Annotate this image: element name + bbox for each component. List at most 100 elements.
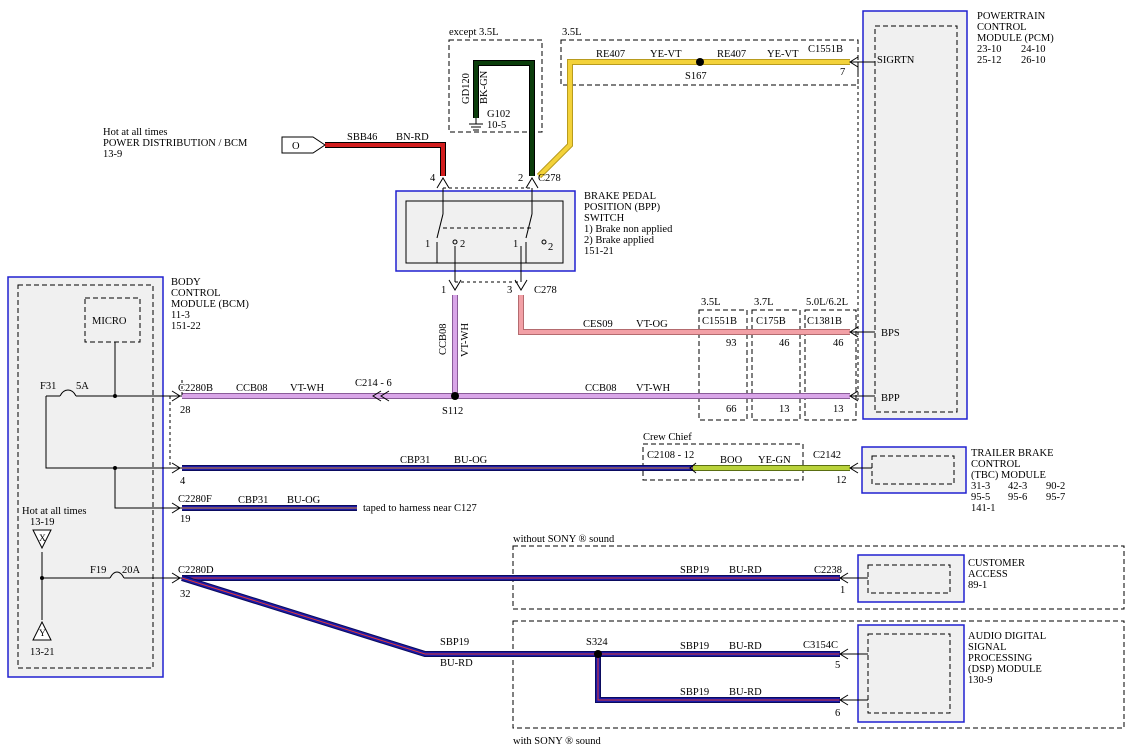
gd120-color: BK-GN	[479, 70, 490, 104]
bcm-title-line: MODULE (BCM)	[171, 299, 249, 310]
bpp-title-line: 1) Brake non applied	[584, 224, 673, 235]
wire-sbb46	[325, 142, 446, 176]
cbp31f-color: BU-OG	[287, 495, 321, 506]
bcm-internal-wiring	[41, 342, 183, 620]
ccb08-right-circuit: CCB08	[585, 383, 617, 394]
bpp-title-line: BRAKE PEDAL	[584, 191, 656, 202]
c2142-label: C2142	[813, 450, 841, 461]
terminal-y: Y	[32, 620, 52, 641]
pcm-title-line: CONTROL	[977, 22, 1027, 33]
region-ces09-variants	[698, 309, 857, 421]
sbp19-dsp-color-b: BU-RD	[729, 687, 762, 698]
pcm-pin-bps: BPS	[881, 328, 900, 339]
bpp-pin1: 1	[441, 285, 446, 296]
ces09-variant-connector: C1381B	[807, 316, 842, 327]
tbc-title: TRAILER BRAKE CONTROL (TBC) MODULE 31-3 …	[971, 448, 1065, 514]
c278-bottom: C278	[534, 285, 557, 296]
c2238-pin: 1	[840, 585, 845, 596]
sbp19-dsp-circuit-b: SBP19	[680, 687, 709, 698]
sbp19-dsp-color-a: BU-RD	[729, 641, 762, 652]
c2280f-label: C2280F	[178, 494, 212, 505]
cbp31f-circuit: CBP31	[238, 495, 268, 506]
bpp-pin4: 4	[430, 173, 436, 184]
bpp-sw-a2: 2	[460, 239, 465, 250]
region-with-sony: with SONY ® sound	[512, 620, 1125, 747]
c1551b-top: C1551B	[808, 44, 843, 55]
bpp-title-line: 151-21	[584, 246, 614, 257]
c1551b-pin7: 7	[840, 67, 845, 78]
customer-access-title-line: CUSTOMER	[968, 558, 1025, 569]
sbp19-diag-circuit: SBP19	[440, 637, 469, 648]
s324-label: S324	[586, 637, 608, 648]
re407-circuit-b: RE407	[717, 49, 746, 60]
tbc-ref: 31-3	[971, 481, 990, 492]
c2280d-label: C2280D	[178, 565, 214, 576]
pcm-ref: 25-12	[977, 55, 1002, 66]
sbp19-top-color: BU-RD	[729, 565, 762, 576]
bpp-title-line: 2) Brake applied	[584, 235, 655, 246]
tbc-ref: 141-1	[971, 503, 996, 514]
customer-access-title: CUSTOMER ACCESS 89-1	[968, 558, 1025, 591]
fuse-f31-amp: 5A	[76, 381, 89, 392]
c2108-connector	[689, 462, 697, 474]
c214-inline: C214 - 6	[355, 378, 392, 389]
pcm-title: POWERTRAIN CONTROL MODULE (PCM) 23-10 24…	[977, 11, 1054, 66]
pcm-title-line: POWERTRAIN	[977, 11, 1046, 22]
sbb46-color: BN-RD	[396, 132, 429, 143]
pcm-module: SIGRTN BPS BPP	[862, 10, 968, 420]
pcm-pin-bpp: BPP	[881, 393, 900, 404]
pcm-ref: 24-10	[1021, 44, 1046, 55]
bcm-title-line: 151-22	[171, 321, 201, 332]
pcm-title-line: MODULE (PCM)	[977, 33, 1054, 44]
ces09-circuit: CES09	[583, 319, 613, 330]
ground-symbol	[469, 118, 483, 131]
pcm-ref: 26-10	[1021, 55, 1046, 66]
tbc-ref: 42-3	[1008, 481, 1027, 492]
c2280b-label: C2280B	[178, 383, 213, 394]
ces09-variant-bps-pin: 46	[833, 338, 844, 349]
dsp-module	[857, 624, 965, 723]
ces09-variant-bps-pin: 93	[726, 338, 737, 349]
region-35l-re407: 3.5L	[560, 27, 859, 86]
sbp19-top-circuit: SBP19	[680, 565, 709, 576]
customer-access-module	[857, 554, 965, 603]
bcm-hot-label: Hot at all times	[22, 506, 86, 517]
bcm-title-line: 11-3	[171, 310, 190, 321]
re407-color-a: YE-VT	[650, 49, 682, 60]
power-terminal-o: O	[281, 136, 326, 154]
tbc-title-line: (TBC) MODULE	[971, 470, 1046, 481]
dsp-title-line: AUDIO DIGITAL	[968, 631, 1046, 642]
terminal-x: X	[32, 529, 52, 550]
ccb08-vertical-circuit: CCB08	[438, 323, 449, 355]
sbp19-dsp-circuit-a: SBP19	[680, 641, 709, 652]
tbc-title-line: CONTROL	[971, 459, 1021, 470]
bcm-micro-box	[84, 297, 141, 343]
fuse-f31-label: F31	[40, 381, 56, 392]
c2280d-pin: 32	[180, 589, 191, 600]
tbc-module	[861, 446, 967, 494]
dsp-title-line: PROCESSING	[968, 653, 1033, 664]
dsp-title-line: 130-9	[968, 675, 993, 686]
bpp-pin2: 2	[518, 173, 523, 184]
bpp-switch-module	[395, 190, 576, 272]
ground-ref: 10-5	[487, 120, 506, 131]
c3154c-pin6: 6	[835, 708, 840, 719]
bpp-title-line: SWITCH	[584, 213, 625, 224]
tbc-ref: 95-7	[1046, 492, 1065, 503]
region-except-35l: except 3.5L	[448, 27, 543, 133]
c2280b-pin: 28	[180, 405, 191, 416]
c214-connector	[372, 390, 390, 402]
bpp-pin3: 3	[507, 285, 512, 296]
c2108-label: C2108 - 12	[647, 450, 694, 461]
sbp19-diag-color: BU-RD	[440, 658, 473, 669]
bcm-connector-arrows	[171, 390, 181, 584]
region-35l-label: 3.5L	[562, 27, 582, 38]
bpp-connector-top	[436, 177, 539, 201]
bcm-module: MICRO	[7, 276, 164, 678]
bpp-switch-title: BRAKE PEDAL POSITION (BPP) SWITCH 1) Bra…	[584, 191, 673, 257]
ces09-variant-bpp-pin: 13	[779, 404, 790, 415]
power-hot-label: Hot at all times	[103, 127, 167, 138]
bcm-title-line: BODY	[171, 277, 201, 288]
wire-re407	[536, 59, 850, 179]
